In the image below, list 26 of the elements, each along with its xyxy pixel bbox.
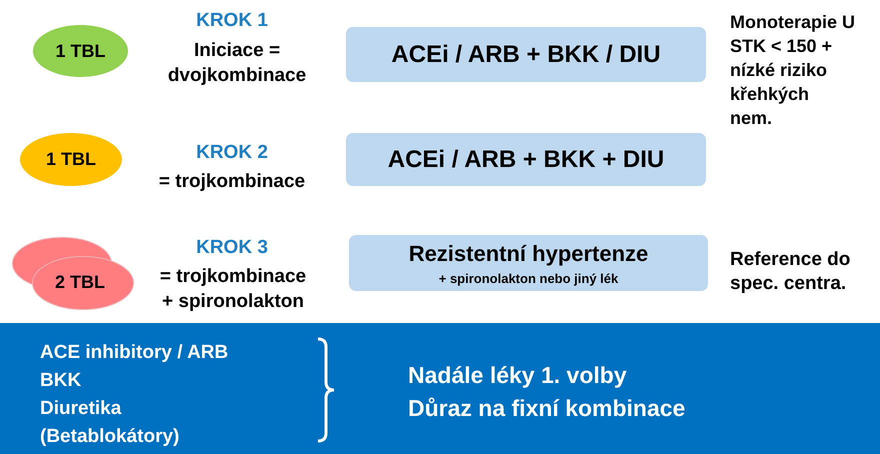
step-text: Iniciace = dvojkombinace [166, 39, 308, 88]
regimen-note: + spironolakton nebo jiný lék [438, 270, 618, 286]
step-heading: KROK 3 [195, 236, 269, 260]
step-text: = trojkombinace [158, 170, 306, 194]
summary-band [0, 323, 880, 454]
regimen-text: 2 TBL [55, 272, 106, 293]
regimen-text: ACEi / ARB + BKK / DIU [391, 40, 661, 68]
step-text: = trojkombinace + spironolakton [158, 265, 308, 314]
step-heading: KROK 2 [195, 141, 269, 165]
note-text: Monoterapie U STK < 150 + nízké riziko křehkých nem. [730, 11, 856, 130]
step-heading: KROK 1 [195, 9, 269, 33]
summary-text: Nadále léky 1. volby [408, 362, 627, 389]
treatment-box [346, 133, 706, 186]
double-pill-drawing [12, 237, 134, 310]
dose-text: 1 TBL [55, 40, 106, 62]
regimen-text: Rezistentní hypertenze [408, 240, 648, 266]
summary-text: Důraz na fixní kombinace [408, 395, 686, 422]
drug-class-text: Diuretika [40, 398, 122, 420]
regimen-text: ACEi / ARB + BKK + DIU [388, 146, 664, 174]
dose-text: 1 TBL [46, 149, 96, 170]
drug-class-text: (Betablokátory) [40, 426, 180, 448]
drug-class-text: BKK [40, 370, 82, 392]
note-text: Reference do spec. centra. [730, 248, 852, 296]
drug-class-text: ACE inhibitory / ARB [40, 342, 228, 364]
treatment-box [346, 27, 706, 82]
treatment-box [349, 235, 708, 291]
